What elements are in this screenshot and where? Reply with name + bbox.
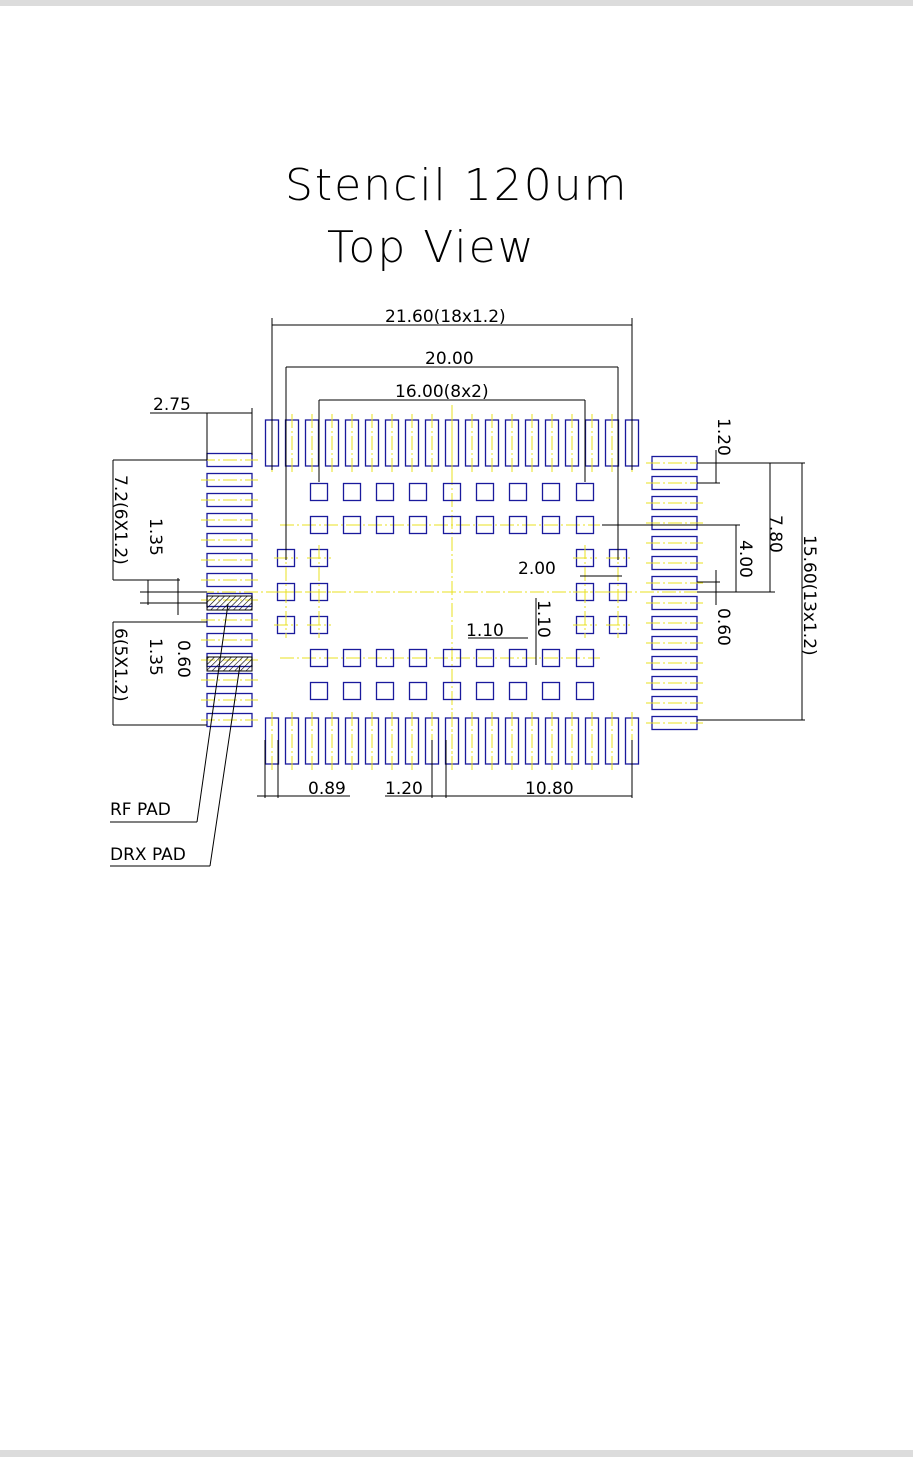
inner-square-pad xyxy=(311,484,328,501)
dim-inner-span: 16.00(8x2) xyxy=(395,382,489,402)
inner-square-pad xyxy=(377,683,394,700)
inner-square-pad xyxy=(410,484,427,501)
dim-overall-width: 21.60(18x1.2) xyxy=(385,307,506,327)
inner-square-pad xyxy=(344,484,361,501)
inner-square-pad xyxy=(577,484,594,501)
drx-pad xyxy=(207,657,252,671)
bottom-border-bar xyxy=(0,1450,913,1457)
dim-right-1-20: 1.20 xyxy=(713,418,733,456)
drx-pad-label: DRX PAD xyxy=(110,845,186,865)
dim-height-4-00: 4.00 xyxy=(735,540,755,578)
inner-square-pad xyxy=(510,484,527,501)
rf-pad xyxy=(207,596,252,610)
dim-left-7-2: 7.2(6X1.2) xyxy=(110,475,130,565)
dim-left-0-60: 0.60 xyxy=(173,640,193,678)
dim-inner-1-10-v: 1.10 xyxy=(533,600,553,638)
dim-bottom-1-20: 1.20 xyxy=(385,779,423,799)
inner-square-pad xyxy=(410,683,427,700)
dim-bottom-0-89: 0.89 xyxy=(308,779,346,799)
dim-height-7-80: 7.80 xyxy=(765,515,785,553)
dim-right-0-60: 0.60 xyxy=(713,608,733,646)
dim-left-offset: 2.75 xyxy=(153,395,191,415)
inner-square-pad xyxy=(477,683,494,700)
inner-square-pad xyxy=(510,683,527,700)
dim-inner-2-00: 2.00 xyxy=(518,559,556,579)
dim-left-1-35-top: 1.35 xyxy=(145,518,165,556)
inner-square-pad xyxy=(377,484,394,501)
dim-pad-span: 20.00 xyxy=(425,349,474,369)
title-line2: Top View xyxy=(327,222,536,273)
dim-height-15-60: 15.60(13x1.2) xyxy=(799,535,819,656)
dim-left-1-35-bottom: 1.35 xyxy=(145,638,165,676)
inner-square-pad xyxy=(543,484,560,501)
rf-pad-label: RF PAD xyxy=(110,800,171,820)
dim-left-6: 6(5X1.2) xyxy=(110,628,130,702)
inner-square-pad xyxy=(344,683,361,700)
inner-square-pad xyxy=(543,683,560,700)
inner-square-pad xyxy=(477,484,494,501)
inner-square-pad xyxy=(311,683,328,700)
dim-inner-1-10-h: 1.10 xyxy=(466,621,504,641)
title-line1: Stencil 120um xyxy=(285,160,629,211)
dim-bottom-10-80: 10.80 xyxy=(525,779,574,799)
inner-square-pad xyxy=(577,683,594,700)
